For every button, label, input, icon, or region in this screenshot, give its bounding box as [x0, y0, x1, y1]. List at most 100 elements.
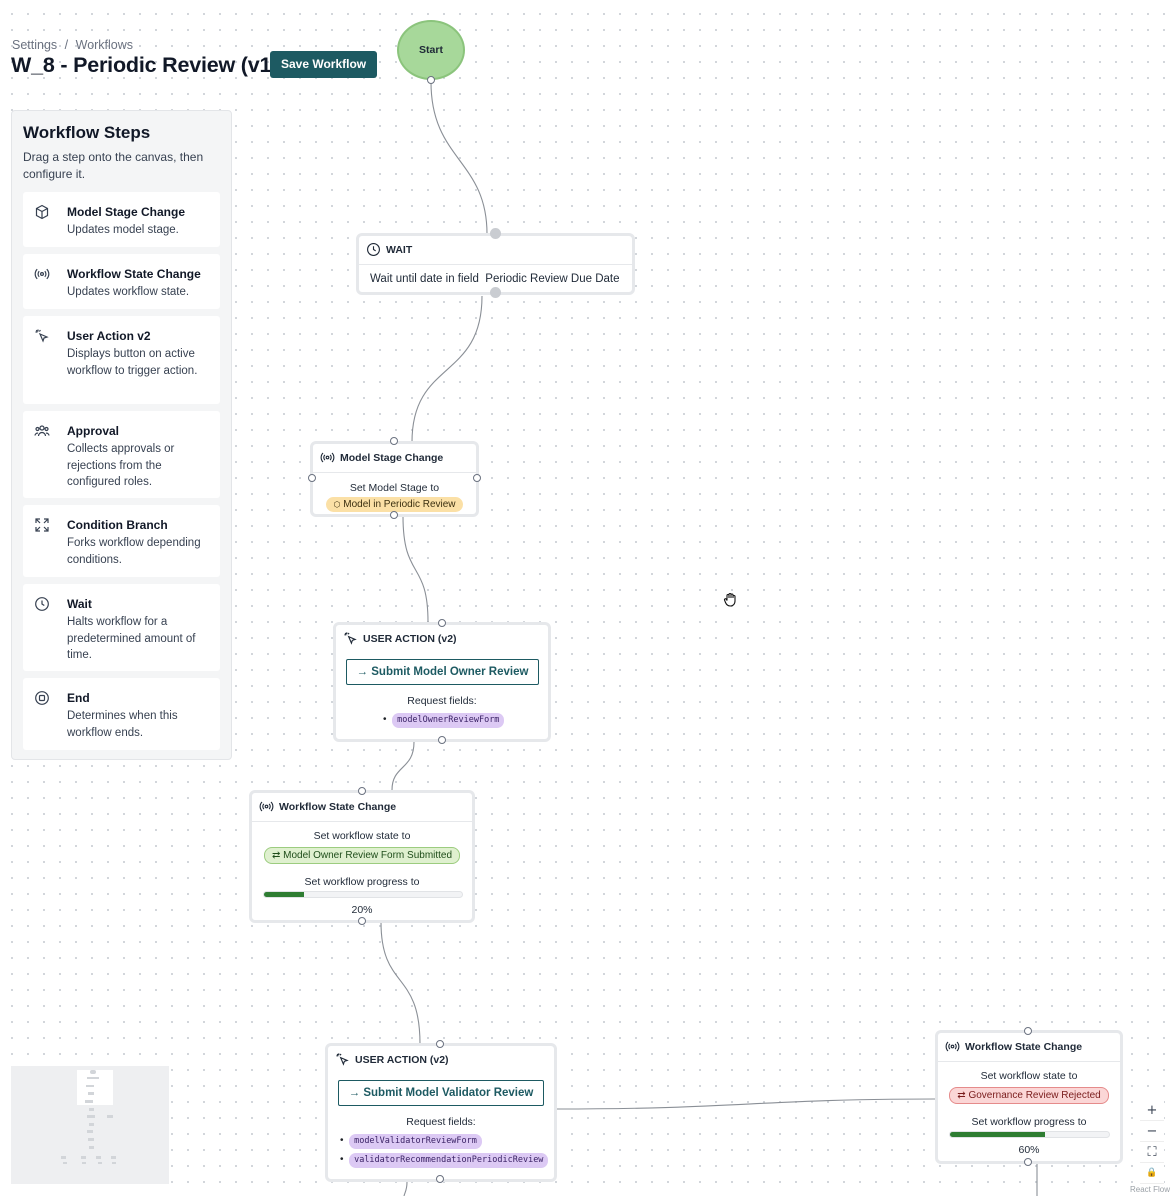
workflow-state-change-node-2[interactable]: Workflow State Change Set workflow state…: [935, 1030, 1123, 1164]
edge-start-wait: [430, 81, 488, 235]
node-title: Workflow State Change: [279, 801, 397, 813]
swap-icon: ⇄: [271, 850, 281, 861]
wait-source-handle[interactable]: [490, 287, 501, 298]
breadcrumb-settings[interactable]: Settings: [12, 38, 58, 52]
progress-fill: [264, 892, 304, 897]
arrow-right-icon: →: [356, 666, 369, 678]
submit-model-validator-review-button[interactable]: → Submit Model Validator Review: [338, 1080, 544, 1106]
model-stage-change-node[interactable]: Model Stage Change Set Model Stage to ⬡ …: [310, 441, 479, 517]
pointer-click-icon: [35, 329, 49, 343]
wait-node[interactable]: WAIT Wait until date in field Periodic R…: [356, 233, 635, 295]
expand-icon: [35, 518, 49, 532]
state-value: Model Owner Review Form Submitted: [283, 850, 453, 861]
state-value: Governance Review Rejected: [968, 1090, 1101, 1101]
edge-state1-action2: [380, 921, 421, 1045]
bullet: •: [340, 1154, 344, 1165]
edge-action1-state1: [391, 741, 415, 791]
workflow-state-change-node-1[interactable]: Workflow State Change Set workflow state…: [249, 790, 475, 923]
lock-button[interactable]: 🔒: [1140, 1163, 1164, 1184]
state1-target-handle[interactable]: [358, 787, 366, 795]
progress-value: 20%: [351, 904, 373, 916]
node-title: USER ACTION (v2): [363, 633, 457, 645]
progress-value: 60%: [1018, 1144, 1040, 1156]
stage-pill: ⬡ Model in Periodic Review: [326, 497, 463, 512]
request-field-pill: modelOwnerReviewForm: [392, 713, 505, 728]
state-pill-wrap: ⇄ Model Owner Review Form Submitted: [252, 847, 472, 864]
request-field-pill: modelValidatorReviewForm: [349, 1134, 482, 1149]
edge-action2-state2: [556, 1098, 936, 1110]
stage-pill-wrap: ⬡ Model in Periodic Review: [313, 497, 476, 512]
step-user-action-v2[interactable]: User Action v2 Displays button on active…: [23, 316, 220, 404]
step-workflow-state-change[interactable]: Workflow State Change Updates workflow s…: [23, 254, 220, 309]
user-action-node-1[interactable]: USER ACTION (v2) → Submit Model Owner Re…: [333, 622, 551, 742]
step-condition-branch[interactable]: Condition Branch Forks workflow dependin…: [23, 505, 220, 577]
action-button-label: Submit Model Owner Review: [371, 666, 529, 678]
request-fields-label: Request fields:: [406, 1116, 476, 1128]
action1-target-handle[interactable]: [438, 619, 446, 627]
save-workflow-button[interactable]: Save Workflow: [270, 51, 378, 78]
action2-source-handle[interactable]: [436, 1175, 444, 1183]
stage-value: Model in Periodic Review: [343, 499, 456, 510]
clock-icon: [35, 597, 49, 611]
stage-target-handle[interactable]: [390, 437, 398, 445]
zoom-in-button[interactable]: +: [1140, 1100, 1164, 1121]
pointer-click-icon: [336, 1053, 349, 1066]
panel-title: Workflow Steps: [23, 123, 151, 142]
step-end[interactable]: End Determines when this workflow ends.: [23, 678, 220, 750]
request-field-item: • validatorRecommendationPeriodicReview: [340, 1153, 549, 1168]
grab-cursor-icon: [723, 592, 736, 607]
breadcrumb-separator: /: [64, 38, 69, 52]
bullet: •: [340, 1135, 344, 1146]
step-title: User Action v2: [67, 329, 151, 343]
zoom-out-button[interactable]: −: [1140, 1121, 1164, 1142]
wait-field: Periodic Review Due Date: [485, 273, 620, 285]
panel-subtitle: Drag a step onto the canvas, then config…: [23, 150, 204, 181]
start-node[interactable]: Start: [397, 20, 465, 80]
pointer-click-icon: [344, 632, 357, 645]
minimap[interactable]: [11, 1066, 169, 1184]
step-title: Approval: [67, 424, 120, 438]
step-wait[interactable]: Wait Halts workflow for a predetermined …: [23, 584, 220, 671]
request-field-item: • modelOwnerReviewForm: [383, 713, 505, 728]
action-button-label: Submit Model Validator Review: [363, 1087, 534, 1099]
node-title: USER ACTION (v2): [355, 1054, 449, 1066]
stage-right-handle[interactable]: [473, 474, 481, 482]
action2-target-handle[interactable]: [436, 1040, 444, 1048]
action1-source-handle[interactable]: [438, 736, 446, 744]
cube-icon: ⬡: [333, 500, 341, 509]
state2-source-handle[interactable]: [1024, 1158, 1032, 1166]
stage-source-handle[interactable]: [390, 511, 398, 519]
step-model-stage-change[interactable]: Model Stage Change Updates model stage.: [23, 192, 220, 247]
wait-target-handle[interactable]: [490, 228, 501, 239]
broadcast-icon: [320, 452, 335, 463]
user-action-node-2[interactable]: USER ACTION (v2) → Submit Model Validato…: [325, 1043, 557, 1182]
submit-model-owner-review-button[interactable]: → Submit Model Owner Review: [346, 659, 539, 685]
progress-bar: [263, 891, 463, 898]
node-title: WAIT: [386, 244, 413, 256]
edge-action2-down: [403, 1181, 408, 1196]
state-pill: ⇄ Governance Review Rejected: [949, 1087, 1109, 1104]
step-desc: Collects approvals or rejections from th…: [67, 443, 175, 488]
node-title: Workflow State Change: [965, 1041, 1083, 1053]
wait-text: Wait until date in field Periodic Review…: [370, 273, 620, 285]
start-source-handle[interactable]: [427, 76, 435, 84]
step-desc: Updates workflow state.: [67, 286, 190, 298]
stage-left-handle[interactable]: [308, 474, 316, 482]
step-desc: Updates model stage.: [67, 224, 179, 236]
minimap-overview: [61, 1070, 116, 1164]
fit-view-button[interactable]: ⛶: [1140, 1142, 1164, 1163]
state2-target-handle[interactable]: [1024, 1027, 1032, 1035]
state-label: Set workflow state to: [313, 830, 411, 842]
state1-source-handle[interactable]: [358, 917, 366, 925]
step-approval[interactable]: Approval Collects approvals or rejection…: [23, 411, 220, 498]
canvas-controls: + − ⛶ 🔒: [1140, 1100, 1164, 1184]
stop-circle-icon: [35, 691, 49, 705]
progress-bar: [949, 1131, 1110, 1138]
react-flow-attribution[interactable]: React Flow: [1130, 1185, 1171, 1194]
wait-text-label: Wait until date in field: [370, 273, 479, 285]
breadcrumb-workflows[interactable]: Workflows: [75, 38, 134, 52]
request-fields-label: Request fields:: [407, 695, 477, 707]
step-desc: Determines when this workflow ends.: [67, 710, 178, 739]
step-title: Model Stage Change: [67, 205, 186, 219]
broadcast-icon: [34, 268, 50, 280]
